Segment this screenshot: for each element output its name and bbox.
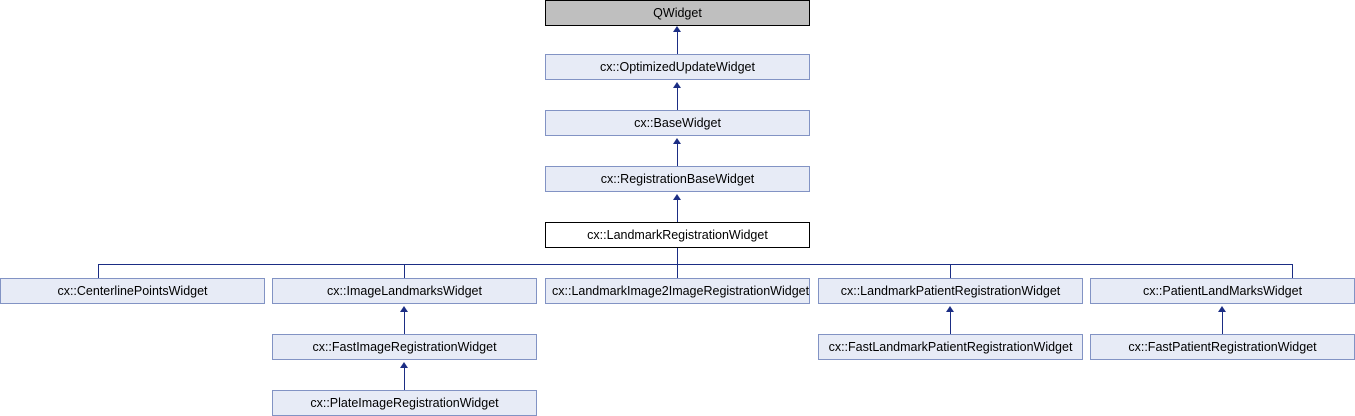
class-node-fastimageregistrationwidget[interactable]: cx::FastImageRegistrationWidget [272,334,537,360]
arrowhead-fastimageregistrationwidget [400,306,408,312]
class-node-label: cx::PlateImageRegistrationWidget [310,396,499,410]
edge-fastimageregistrationwidget-to-imagelandmarkswidget [404,312,405,334]
edge-landmarkregistrationwidget-to-registrationbasewidget [677,200,678,222]
class-node-label: cx::CenterlinePointsWidget [57,284,208,298]
edge-basewidget-to-optimizedupdatewidget [677,88,678,110]
class-node-patientlandmarkswidget[interactable]: cx::PatientLandMarksWidget [1090,278,1355,304]
class-node-plateimageregistrationwidget[interactable]: cx::PlateImageRegistrationWidget [272,390,537,416]
edge-centerlinepointswidget-drop [98,264,99,278]
arrowhead-basewidget [673,82,681,88]
class-node-label: cx::FastPatientRegistrationWidget [1128,340,1317,354]
edge-fastpatientregistrationwidget-to-patientlandmarkswidget [1222,312,1223,334]
edge-optimizedupdatewidget-to-qwidget [677,32,678,54]
class-node-landmarkregistrationwidget[interactable]: cx::LandmarkRegistrationWidget [545,222,810,248]
arrowhead-fastpatientregistrationwidget [1218,306,1226,312]
class-node-label: cx::ImageLandmarksWidget [327,284,482,298]
class-node-imagelandmarkswidget[interactable]: cx::ImageLandmarksWidget [272,278,537,304]
edge-registrationbasewidget-to-basewidget [677,144,678,166]
edge-imagelandmarkswidget-drop [404,264,405,278]
class-node-label: cx::BaseWidget [634,116,721,130]
arrowhead-optimizedupdatewidget [673,26,681,32]
arrowhead-plateimageregistrationwidget [400,362,408,368]
edge-landmarkpatientregistrationwidget-drop [950,264,951,278]
edge-landmarkimage2imageregistrationwidget-drop [677,264,678,278]
class-node-label: cx::LandmarkImage2ImageRegistrationWidge… [552,284,809,298]
class-node-label: QWidget [653,6,702,20]
class-node-landmarkimage2imageregistrationwidget[interactable]: cx::LandmarkImage2ImageRegistrationWidge… [545,278,810,304]
arrowhead-registrationbasewidget [673,138,681,144]
class-node-centerlinepointswidget[interactable]: cx::CenterlinePointsWidget [0,278,265,304]
edge-plateimageregistrationwidget-to-fastimageregistrationwidget [404,368,405,390]
class-node-label: cx::LandmarkPatientRegistrationWidget [840,284,1061,298]
class-node-label: cx::PatientLandMarksWidget [1142,284,1303,298]
class-node-qwidget[interactable]: QWidget [545,0,810,26]
class-node-landmarkpatientregistrationwidget[interactable]: cx::LandmarkPatientRegistrationWidget [818,278,1083,304]
class-node-label: cx::FastLandmarkPatientRegistrationWidge… [828,340,1073,354]
arrowhead-fastlandmarkpatientregistrationwidget [946,306,954,312]
class-node-fastlandmarkpatientregistrationwidget[interactable]: cx::FastLandmarkPatientRegistrationWidge… [818,334,1083,360]
class-node-label: cx::RegistrationBaseWidget [600,172,755,186]
class-node-label: cx::OptimizedUpdateWidget [600,60,755,74]
class-node-fastpatientregistrationwidget[interactable]: cx::FastPatientRegistrationWidget [1090,334,1355,360]
edge-patientlandmarkswidget-drop [1292,264,1293,278]
class-node-label: cx::FastImageRegistrationWidget [312,340,497,354]
class-node-label: cx::LandmarkRegistrationWidget [587,228,768,242]
arrowhead-landmarkregistrationwidget [673,194,681,200]
edge-landmarkregistration-bus-stub [677,248,678,264]
class-node-basewidget[interactable]: cx::BaseWidget [545,110,810,136]
class-node-registrationbasewidget[interactable]: cx::RegistrationBaseWidget [545,166,810,192]
class-node-optimizedupdatewidget[interactable]: cx::OptimizedUpdateWidget [545,54,810,80]
edge-fastlandmarkpatientregistrationwidget-to-landmarkpatientregistrationwidget [950,312,951,334]
edge-bus-horizontal [98,264,1293,265]
